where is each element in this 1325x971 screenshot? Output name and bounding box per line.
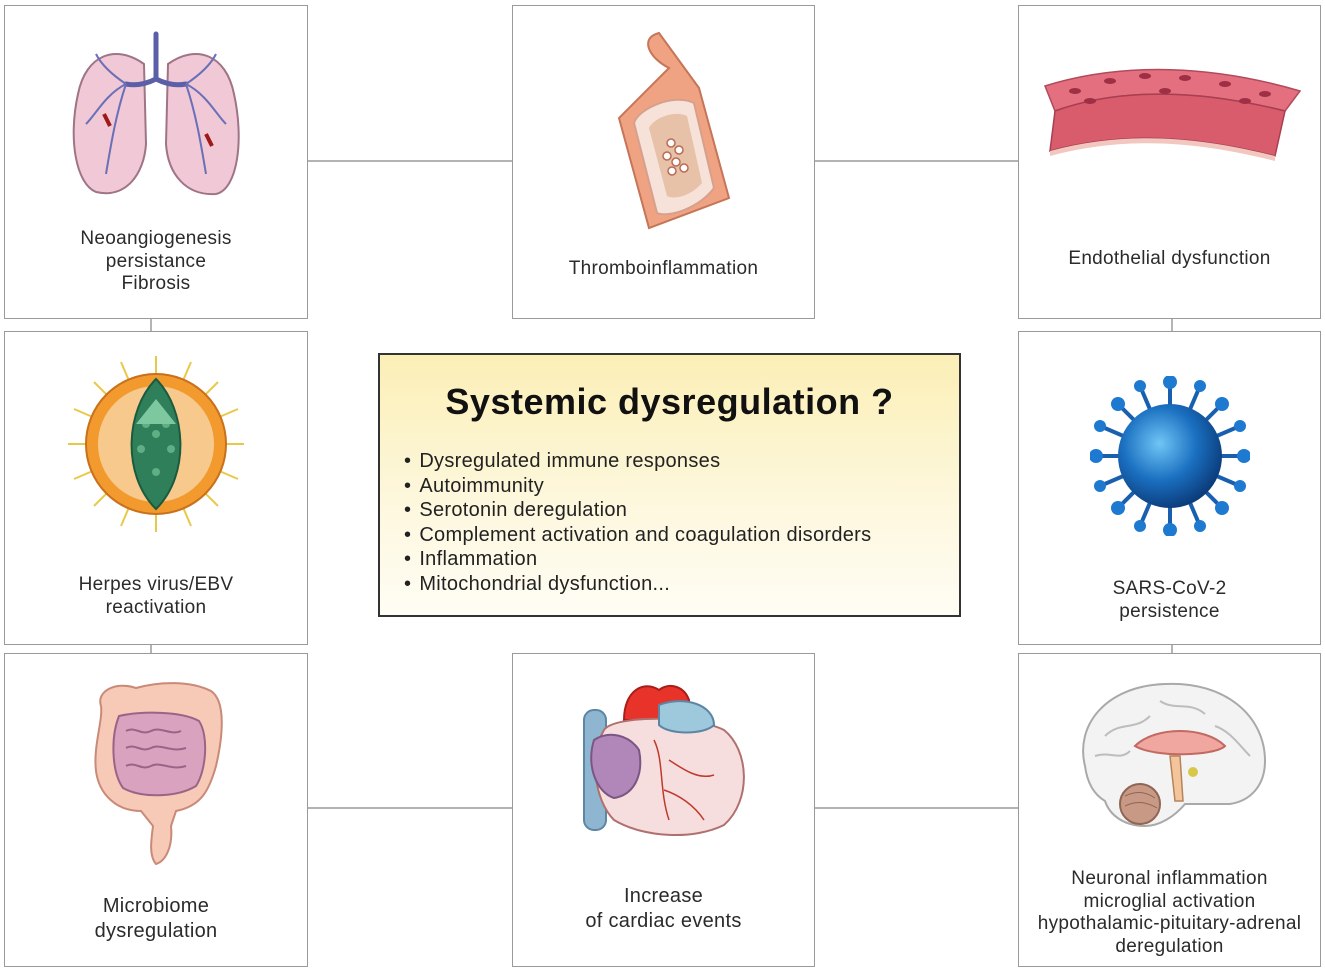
- center-item: Inflammation: [404, 547, 871, 572]
- gut-label-1: Microbiome: [102, 895, 210, 917]
- center-item: Complement activation and coagulation di…: [404, 523, 871, 548]
- endothelium-tissue-icon: [1043, 68, 1301, 161]
- brain-label-1: Neuronal inflammation: [1071, 868, 1268, 889]
- heart-label-2: of cardiac events: [585, 910, 742, 932]
- center-item: Mitochondrial dysfunction...: [404, 572, 871, 597]
- center-item: Serotonin deregulation: [404, 498, 871, 523]
- gut-label-2: dysregulation: [94, 920, 218, 942]
- center-summary-box: Systemic dysregulation ? Dysregulated im…: [378, 353, 961, 617]
- center-bullet-list: Dysregulated immune responses Autoimmuni…: [404, 449, 871, 597]
- center-item: Autoimmunity: [404, 474, 871, 499]
- panel-herpes: Herpes virus/EBV reactivation: [4, 331, 308, 645]
- lungs-label-2: persistance: [105, 250, 207, 272]
- panel-endothelium: Endothelial dysfunction: [1018, 5, 1321, 319]
- endothelium-label: Endothelial dysfunction: [1068, 248, 1271, 269]
- brain-icon: [1081, 682, 1266, 828]
- brain-label-4: deregulation: [1115, 935, 1224, 957]
- center-title: Systemic dysregulation ?: [445, 381, 894, 422]
- heart-icon: [582, 684, 745, 837]
- sars-label-1: SARS-CoV-2: [1112, 578, 1227, 599]
- panel-brain: Neuronal inflammation microglial activat…: [1018, 653, 1321, 967]
- heart-label-1: Increase: [623, 885, 704, 907]
- brain-label-2: microglial activation: [1083, 890, 1256, 912]
- lungs-label-1: Neoangiogenesis: [80, 228, 232, 249]
- herpes-label-1: Herpes virus/EBV: [78, 574, 234, 595]
- herpes-virus-icon: [68, 356, 244, 532]
- herpes-label-2: reactivation: [105, 596, 207, 618]
- intestine-icon: [94, 682, 223, 866]
- panel-heart: Increase of cardiac events: [512, 653, 815, 967]
- blood-vessel-clot-icon: [617, 31, 730, 230]
- lungs-label-3: Fibrosis: [121, 273, 191, 294]
- panel-gut: Microbiome dysregulation: [4, 653, 308, 967]
- panel-lungs: Neoangiogenesis persistance Fibrosis: [4, 5, 308, 319]
- sars-label-2: persistence: [1119, 600, 1220, 622]
- panel-sars: SARS-CoV-2 persistence: [1018, 331, 1321, 645]
- panel-vessel: Thromboinflammation: [512, 5, 815, 319]
- vessel-label: Thromboinflammation: [568, 258, 759, 279]
- coronavirus-icon: [1089, 376, 1250, 536]
- lungs-icon: [72, 31, 240, 196]
- center-item: Dysregulated immune responses: [404, 449, 871, 474]
- brain-label-3: hypothalamic-pituitary-adrenal: [1037, 913, 1302, 934]
